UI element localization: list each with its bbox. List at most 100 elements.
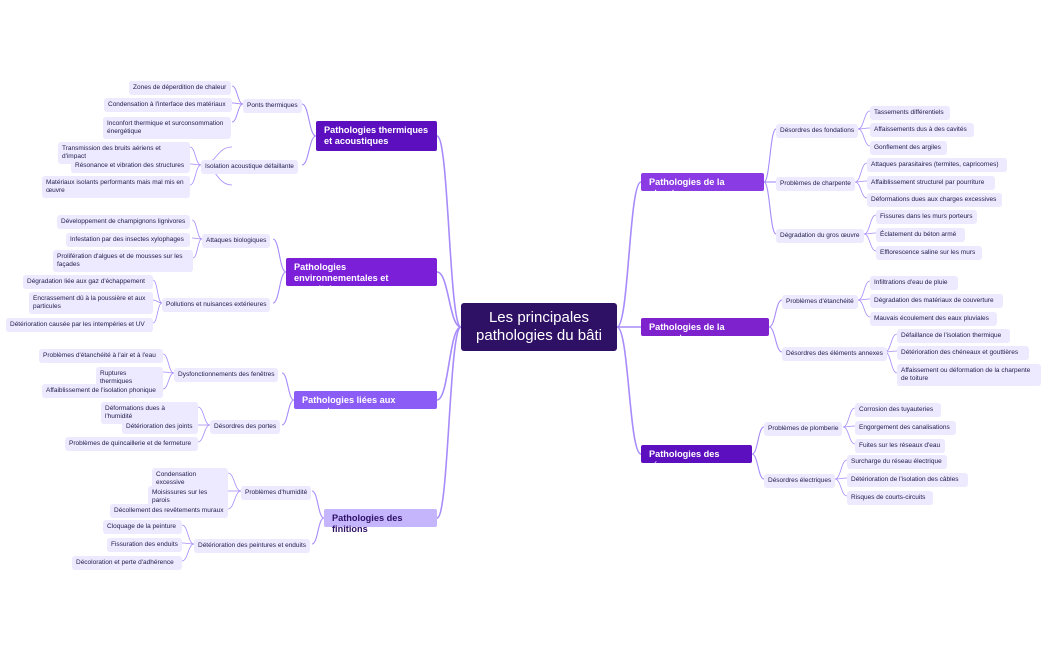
leaf-node[interactable]: Engorgement des canalisations <box>855 421 956 435</box>
branch-couverture[interactable]: Pathologies de la couverture <box>641 318 769 343</box>
connector-line <box>231 85 244 105</box>
leaf-node[interactable]: Affaiblissement de l'isolation phonique <box>42 384 163 398</box>
connector-line <box>857 128 871 147</box>
leaf-node[interactable]: Infiltrations d'eau de pluie <box>870 276 958 290</box>
connector-line <box>227 472 242 492</box>
leaf-node[interactable]: Risques de courts-circuits <box>847 491 933 505</box>
connector-line <box>272 271 287 304</box>
sub-portes[interactable]: Désordres des portes <box>210 420 281 434</box>
connector-line <box>863 214 877 235</box>
connector-line <box>181 524 195 545</box>
connector-line <box>189 163 202 166</box>
connector-line <box>189 146 202 166</box>
leaf-node[interactable]: Condensation à l'interface des matériaux <box>104 98 232 112</box>
leaf-node[interactable]: Décollement des revêtements muraux <box>110 504 228 518</box>
leaf-node[interactable]: Déformations dues à l'humidité <box>101 402 198 424</box>
connector-line <box>197 424 211 443</box>
leaf-node[interactable]: Condensation excessive <box>152 468 228 490</box>
leaf-node[interactable]: Résonance et vibration des structures <box>71 159 190 173</box>
connector-line <box>842 426 856 445</box>
connector-line <box>863 233 877 252</box>
leaf-node[interactable]: Détérioration des joints <box>122 420 198 434</box>
connector-line <box>197 406 211 426</box>
leaf-node[interactable]: Détérioration des chéneaux et gouttières <box>897 346 1029 360</box>
connector-line <box>842 407 856 428</box>
leaf-node[interactable]: Moisissures sur les parois <box>148 486 228 508</box>
leaf-node[interactable]: Déformations dues aux charges excessives <box>867 193 1002 207</box>
connector-line <box>162 353 175 374</box>
connector-line <box>436 326 462 401</box>
leaf-node[interactable]: Problèmes de quincaillerie et de fermetu… <box>65 437 198 451</box>
leaf-node[interactable]: Infestation par des insectes xylophages <box>66 233 190 247</box>
sub-ponts-thermiques[interactable]: Ponts thermiques <box>243 99 302 113</box>
leaf-node[interactable]: Dégradation liée aux gaz d'échappement <box>23 275 153 289</box>
root-topic[interactable]: Les principales pathologies du bâti <box>461 303 617 351</box>
leaf-node[interactable]: Efflorescence saline sur les murs <box>876 246 982 260</box>
leaf-node[interactable]: Fissuration des enduits <box>107 538 182 552</box>
leaf-node[interactable]: Transmission des bruits aériens et d'imp… <box>58 142 190 164</box>
sub-isolation-acoustique[interactable]: Isolation acoustique défaillante <box>201 160 298 174</box>
connector-line <box>152 299 163 304</box>
sub-elements-annexes[interactable]: Désordres des éléments annexes <box>782 347 887 361</box>
branch-reseaux[interactable]: Pathologies des réseaux <box>641 445 752 470</box>
leaf-node[interactable]: Fissures dans les murs porteurs <box>876 210 977 224</box>
leaf-node[interactable]: Fuites sur les réseaux d'eau <box>855 439 945 453</box>
leaf-node[interactable]: Défaillance de l'isolation thermique <box>897 329 1010 343</box>
branch-finitions[interactable]: Pathologies des finitions <box>324 509 437 534</box>
leaf-node[interactable]: Éclatement du béton armé <box>876 228 965 242</box>
connector-line <box>436 135 462 328</box>
sub-humidite[interactable]: Problèmes d'humidité <box>241 486 312 500</box>
connector-line <box>857 299 871 318</box>
leaf-node[interactable]: Cloquage de la peinture <box>103 520 182 534</box>
leaf-node[interactable]: Détérioration de l'isolation des câbles <box>847 473 968 487</box>
sub-plomberie[interactable]: Problèmes de plomberie <box>764 422 843 436</box>
branch-thermiques[interactable]: Pathologies thermiques et acoustiques <box>316 121 437 151</box>
connector-line <box>192 238 203 259</box>
leaf-node[interactable]: Inconfort thermique et surconsommation é… <box>103 117 231 139</box>
connector-line <box>152 302 163 324</box>
leaf-node[interactable]: Ruptures thermiques <box>96 367 163 389</box>
leaf-node[interactable]: Tassements différentiels <box>870 106 950 120</box>
leaf-node[interactable]: Corrosion des tuyauteries <box>855 403 941 417</box>
connector-line <box>834 478 848 497</box>
sub-charpente[interactable]: Problèmes de charpente <box>776 177 855 191</box>
leaf-node[interactable]: Mauvais écoulement des eaux pluviales <box>870 312 997 326</box>
leaf-node[interactable]: Surcharge du réseau électrique <box>847 455 947 469</box>
leaf-node[interactable]: Affaissement ou déformation de la charpe… <box>897 364 1041 386</box>
leaf-node[interactable]: Problèmes d'étanchéité à l'air et à l'ea… <box>39 349 163 363</box>
leaf-node[interactable]: Gonflement des argiles <box>870 141 947 155</box>
connector-line <box>834 459 848 480</box>
connector-line <box>162 372 175 390</box>
leaf-node[interactable]: Développement de champignons lignivores <box>57 215 190 229</box>
leaf-node[interactable]: Attaques parasitaires (termites, caprico… <box>867 158 1007 172</box>
connector-line <box>191 237 203 240</box>
sub-fenetres[interactable]: Dysfonctionnements des fenêtres <box>174 368 279 382</box>
sub-attaques-biologiques[interactable]: Attaques biologiques <box>202 234 271 248</box>
connector-line <box>301 103 317 137</box>
sub-pollutions[interactable]: Pollutions et nuisances extérieures <box>162 298 271 312</box>
leaf-node[interactable]: Matériaux isolants performants mais mal … <box>42 176 190 198</box>
leaf-node[interactable]: Détérioration causée par les intempéries… <box>6 318 153 332</box>
sub-fondations[interactable]: Désordres des fondations <box>776 124 859 138</box>
connector-line <box>751 453 765 480</box>
connector-line <box>181 543 195 562</box>
leaf-node[interactable]: Zones de déperdition de chaleur <box>129 81 231 95</box>
leaf-node[interactable]: Décoloration et perte d'adhérence <box>72 556 182 570</box>
branch-ouvertures[interactable]: Pathologies liées aux ouvertures <box>294 391 437 416</box>
connector-line <box>311 517 325 545</box>
sub-electriques[interactable]: Désordres électriques <box>764 474 836 488</box>
leaf-node[interactable]: Dégradation des matériaux de couverture <box>870 294 1003 308</box>
leaf-node[interactable]: Affaissements dus à des cavités <box>870 123 974 137</box>
connector-line <box>768 326 783 353</box>
leaf-node[interactable]: Affaiblissement structurel par pourritur… <box>867 176 995 190</box>
leaf-node[interactable]: Encrassement dû à la poussière et aux pa… <box>29 292 153 314</box>
leaf-node[interactable]: Prolifération d'algues et de mousses sur… <box>53 250 193 272</box>
sub-gros-oeuvre[interactable]: Dégradation du gros œuvre <box>776 229 864 243</box>
connector-line <box>272 238 287 273</box>
branch-structure[interactable]: Pathologies de la structure <box>641 173 764 198</box>
sub-etancheite[interactable]: Problèmes d'étanchéité <box>782 295 858 309</box>
connector-line <box>231 103 244 123</box>
sub-peintures-enduits[interactable]: Détérioration des peintures et enduits <box>194 539 311 553</box>
branch-environnementales[interactable]: Pathologies environnementales et parasit… <box>286 258 437 294</box>
